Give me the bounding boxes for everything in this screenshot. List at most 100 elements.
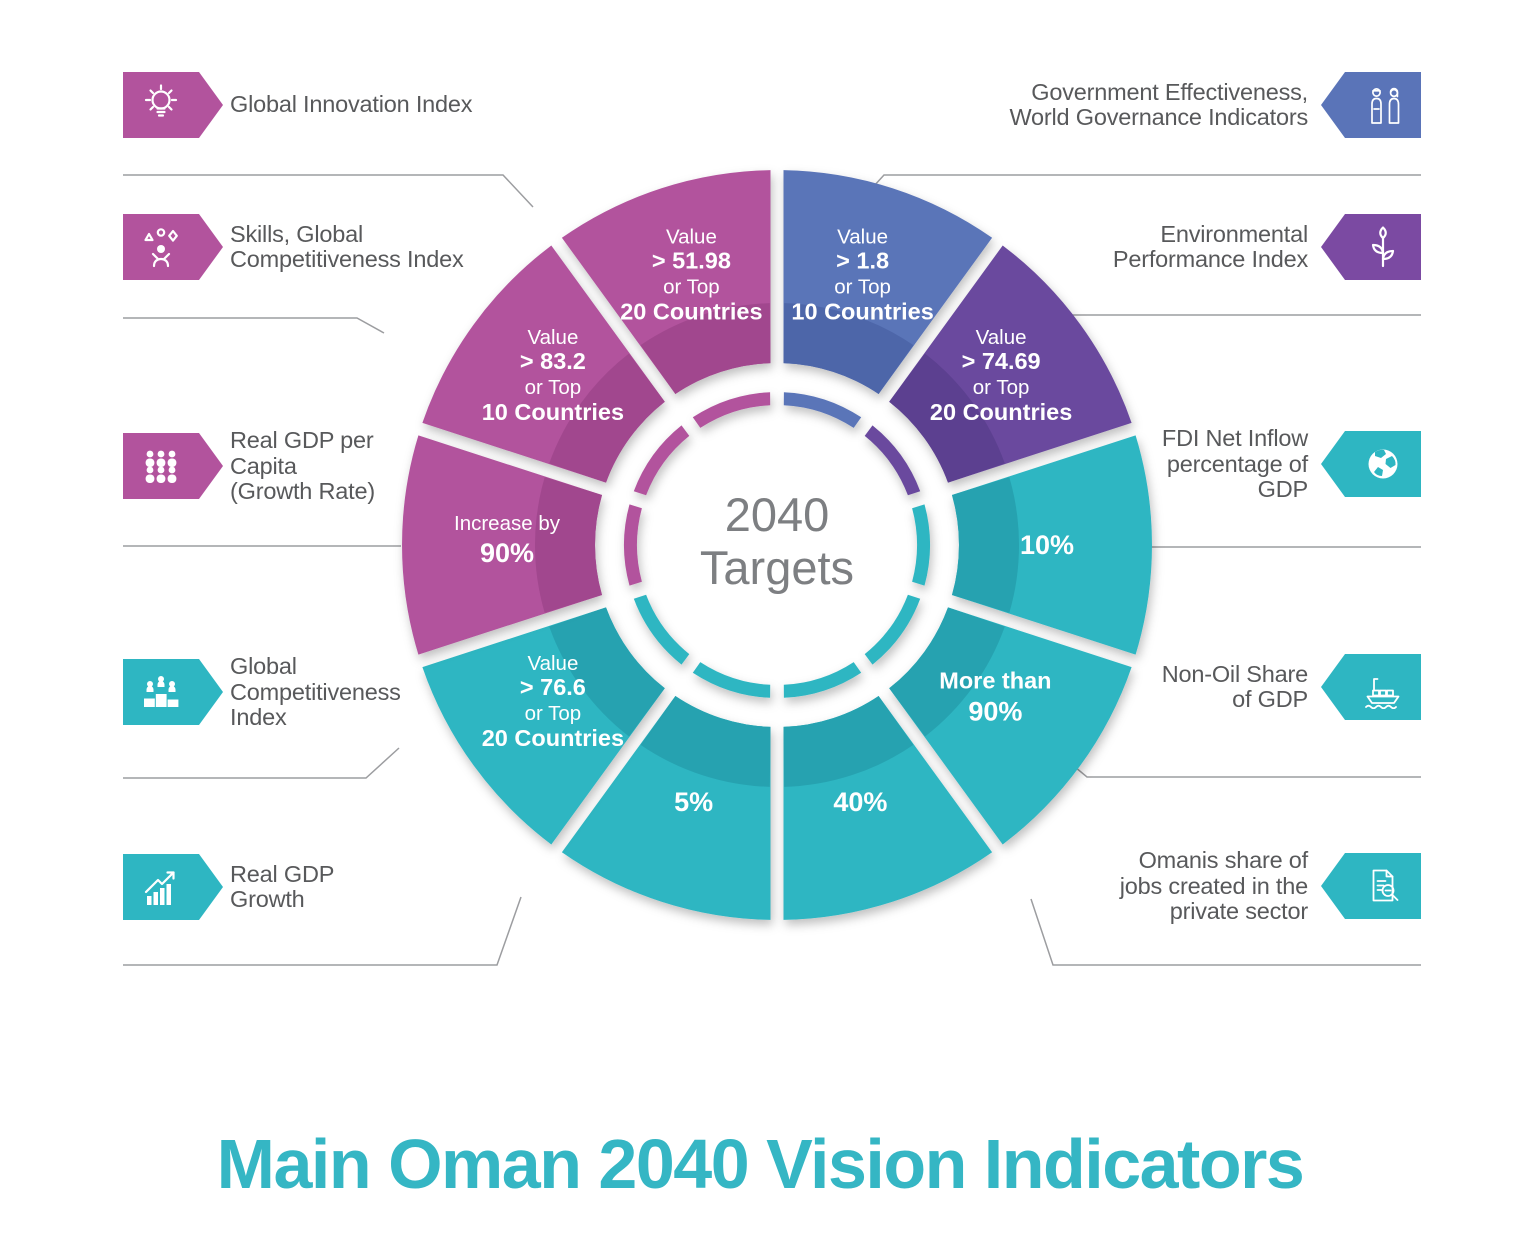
- indicator-label-line: private sector: [1169, 898, 1308, 924]
- donut-segment-environmental-performance: [864, 245, 1132, 496]
- indicator-government-effectiveness: Government Effectiveness, World Governan…: [1009, 72, 1421, 138]
- indicator-label-line: Global: [230, 653, 297, 679]
- indicator-label-line: GDP: [1257, 476, 1309, 502]
- segment-value-fdi-net-inflow: 10%: [1020, 530, 1074, 560]
- indicator-label: Omanis share of jobs created in the priv…: [1119, 847, 1309, 925]
- podium-icon: [144, 676, 179, 708]
- badge-arrow-shape: [1321, 214, 1421, 280]
- indicator-badge: [1321, 431, 1421, 498]
- indicator-label-line: Competitiveness: [230, 678, 401, 705]
- badge-arrow-shape: [123, 214, 223, 280]
- indicator-badge: [1321, 214, 1421, 280]
- indicator-label-line: Index: [230, 704, 287, 730]
- center-year: 2040: [725, 488, 830, 541]
- indicator-label: FDI Net Inflow percentage of GDP: [1161, 425, 1309, 503]
- indicator-non-oil-share: Non-Oil Share of GDP: [1162, 654, 1421, 720]
- lightbulb-icon: [144, 84, 178, 117]
- connector-real-gdp-growth: [123, 896, 522, 966]
- indicator-label-line: Environmental: [1160, 220, 1308, 247]
- indicator-label: Non-Oil Share of GDP: [1161, 660, 1308, 713]
- segment-value-global-innovation: Value: [666, 226, 717, 249]
- segment-value-non-oil-share: 90%: [968, 697, 1022, 727]
- indicator-fdi-net-inflow: FDI Net Inflow percentage of GDP: [1161, 425, 1421, 503]
- segment-value-skills-global-competitiveness: > 83.2: [520, 348, 586, 374]
- population-icon: [145, 450, 177, 484]
- indicator-real-gdp-growth: Real GDP Growth: [123, 854, 334, 920]
- connector-non-oil-share: [1068, 761, 1421, 778]
- indicator-label-line: Skills, Global: [230, 220, 364, 247]
- indicator-badge: [123, 72, 223, 138]
- indicator-global-competitiveness-index: Global Competitiveness Index: [123, 653, 401, 731]
- donut-segment-fdi-net-inflow: [912, 435, 1152, 655]
- indicator-badge: [1321, 853, 1421, 920]
- segment-value-environmental-performance: Value: [976, 326, 1027, 349]
- segment-value-environmental-performance: or Top: [973, 376, 1030, 399]
- donut-segment-global-competitiveness: [422, 594, 690, 845]
- segment-value-global-competitiveness: > 76.6: [520, 674, 586, 700]
- donut-segment-real-gdp-growth: [561, 662, 771, 920]
- segment-value-global-competitiveness: or Top: [525, 702, 582, 725]
- indicator-label: Environmental Performance Index: [1113, 220, 1308, 273]
- donut-segment-skills-global-competitiveness: [422, 245, 690, 496]
- indicator-label-line: Global Innovation Index: [230, 91, 473, 118]
- indicator-label: Global Competitiveness Index: [230, 653, 401, 731]
- indicator-label: Real GDP per Capita (Growth Rate): [230, 427, 375, 505]
- indicator-label: Global Innovation Index: [230, 91, 473, 118]
- segment-value-global-innovation: 20 Countries: [620, 299, 762, 325]
- indicator-skills-global-competitiveness: Skills, Global Competitiveness Index: [123, 214, 464, 280]
- connector-omanis-jobs: [1030, 898, 1421, 966]
- segment-value-government-effectiveness: Value: [837, 226, 888, 249]
- segment-value-global-competitiveness: 20 Countries: [482, 725, 624, 751]
- indicator-label-line: Government Effectiveness,: [1031, 78, 1308, 105]
- donut-segment-government-effectiveness: [783, 170, 993, 428]
- indicator-badge: [123, 433, 223, 500]
- badge-arrow-shape: [123, 72, 223, 138]
- globe-icon: [1368, 449, 1398, 479]
- indicator-label-line: of GDP: [1232, 686, 1308, 712]
- indicator-label-line: Non-Oil Share: [1161, 660, 1308, 687]
- connector-skills: [123, 317, 385, 334]
- donut-segment-omanis-jobs-share: [783, 662, 993, 920]
- indicator-label-line: Growth: [230, 886, 305, 912]
- badge-arrow-shape: [1321, 853, 1421, 920]
- indicator-label-line: jobs created in the: [1119, 872, 1308, 899]
- juggler-icon: [144, 228, 178, 268]
- connector-government-effectiveness: [862, 174, 1421, 199]
- segment-value-global-innovation: or Top: [663, 276, 720, 299]
- growth-chart-icon: [144, 871, 175, 905]
- connector-global-competitiveness: [123, 747, 400, 779]
- segment-value-global-innovation: > 51.98: [652, 248, 731, 274]
- indicator-label-line: (Growth Rate): [230, 478, 375, 504]
- indicator-label-line: Real GDP: [230, 860, 335, 887]
- donut-segments: [402, 170, 1152, 920]
- donut-center-label: 2040 Targets: [700, 488, 854, 594]
- segment-value-environmental-performance: 20 Countries: [930, 399, 1072, 425]
- plant-icon: [1371, 226, 1395, 268]
- segment-value-environmental-performance: > 74.69: [962, 348, 1041, 374]
- segment-value-real-gdp-per-capita: Increase by: [454, 512, 561, 535]
- indicator-badge: [123, 214, 223, 280]
- indicator-label-line: Real GDP per: [230, 427, 374, 453]
- indicator-label-line: FDI Net Inflow: [1161, 425, 1308, 451]
- ship-icon: [1365, 678, 1400, 709]
- indicator-real-gdp-per-capita: Real GDP per Capita (Growth Rate): [123, 427, 375, 505]
- segment-value-global-competitiveness: Value: [527, 652, 578, 675]
- connector-environmental-performance: [1032, 314, 1421, 331]
- indicator-badge: [1321, 72, 1421, 138]
- indicator-omanis-jobs-share: Omanis share of jobs created in the priv…: [1119, 847, 1421, 925]
- segment-value-real-gdp-per-capita: 90%: [480, 538, 534, 568]
- segment-value-skills-global-competitiveness: or Top: [525, 376, 582, 399]
- indicator-label: Skills, Global Competitiveness Index: [230, 220, 464, 273]
- indicator-label-line: Omanis share of: [1138, 847, 1309, 873]
- badge-arrow-shape: [1321, 654, 1421, 720]
- center-word: Targets: [700, 541, 854, 594]
- donut-segment-non-oil-share: [864, 594, 1132, 845]
- donut-segment-global-innovation: [561, 170, 771, 428]
- segment-value-government-effectiveness: or Top: [834, 276, 891, 299]
- donut-segment-real-gdp-per-capita: [402, 435, 642, 655]
- segment-value-skills-global-competitiveness: 10 Countries: [482, 399, 624, 425]
- indicator-label: Government Effectiveness, World Governan…: [1009, 78, 1308, 131]
- segment-value-real-gdp-growth: 5%: [674, 787, 713, 817]
